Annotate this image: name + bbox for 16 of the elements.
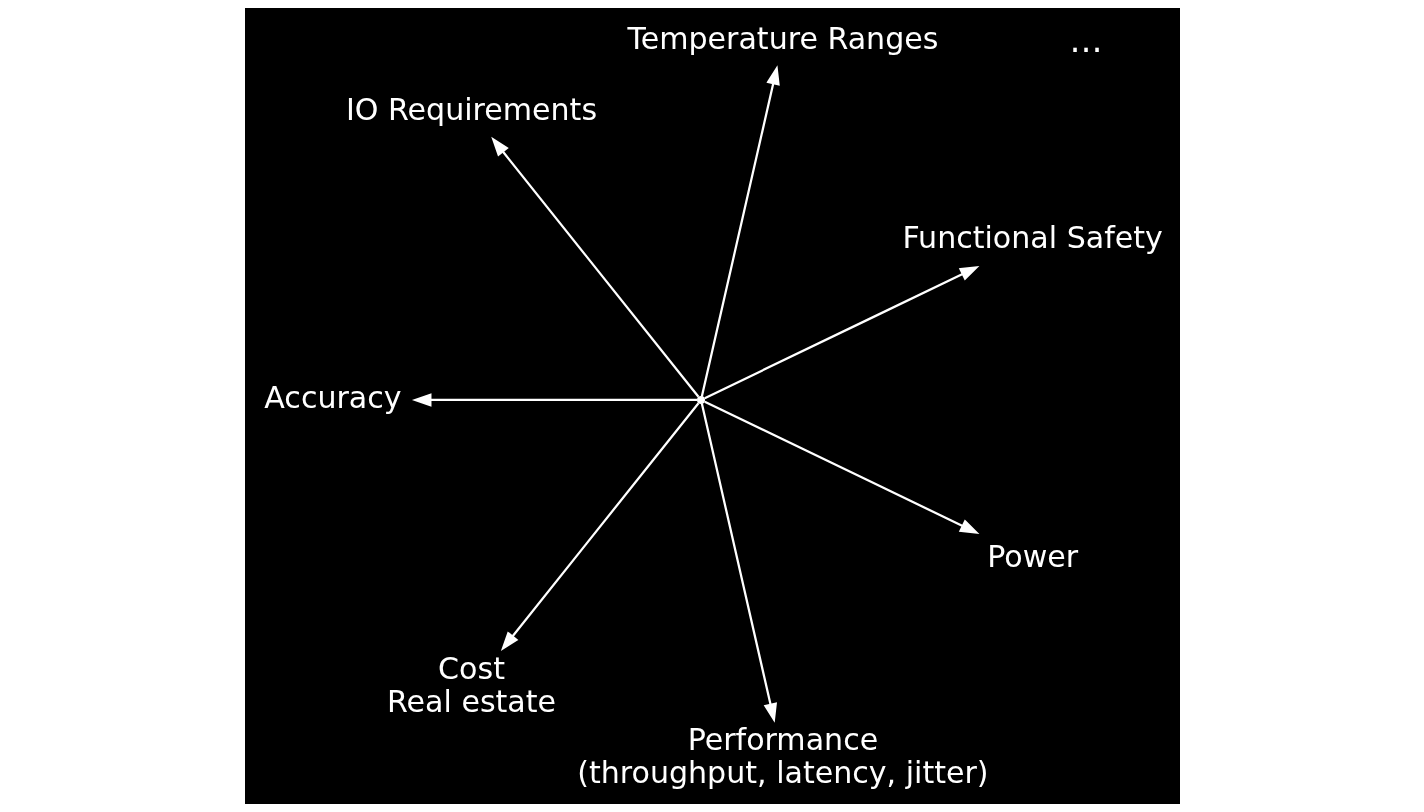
arrow <box>703 265 979 400</box>
arrow <box>700 403 777 723</box>
node-text: Functional Safety <box>901 219 1163 255</box>
arrow <box>411 393 697 407</box>
node-text: Power <box>986 539 1078 575</box>
arrow <box>490 136 699 398</box>
node-point <box>696 396 705 404</box>
node-text: IO Requirements <box>345 91 597 127</box>
node-text: Performance (throughput, latency, jitter) <box>576 721 989 790</box>
node-text: Cost Real estate <box>386 650 556 719</box>
arrow <box>500 402 699 651</box>
arrow <box>700 65 780 397</box>
node-text: Temperature Ranges <box>626 20 938 56</box>
node-text: Accuracy <box>263 379 402 415</box>
arrow <box>703 400 979 535</box>
label: … <box>1068 21 1102 61</box>
